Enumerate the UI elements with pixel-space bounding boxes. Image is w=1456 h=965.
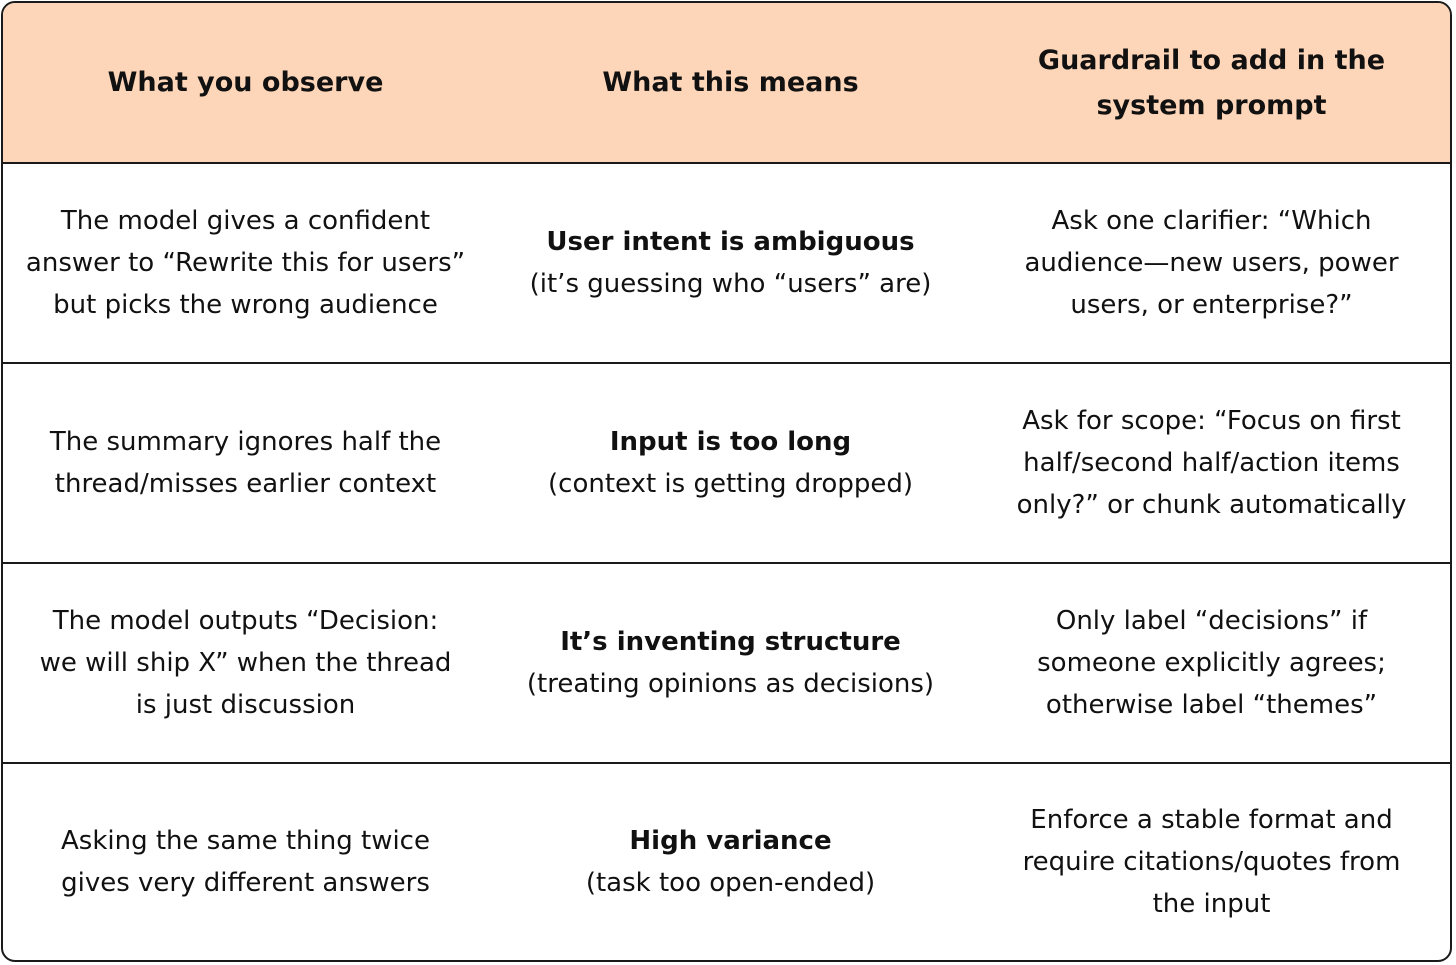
row-3-observe-text: The model outputs “Decision: we will shi… — [39, 606, 452, 720]
row-1-meaning: User intent is ambiguous (it’s guessing … — [488, 164, 973, 364]
row-4-observe: Asking the same thing twice gives very d… — [3, 764, 488, 960]
row-1-meaning-detail: (it’s guessing who “users” are) — [529, 269, 932, 299]
header-meaning-label: What this means — [602, 67, 859, 98]
row-3-meaning: It’s inventing structure (treating opini… — [488, 564, 973, 764]
row-4-meaning-detail: (task too open-ended) — [585, 868, 876, 898]
row-1-observe-text: The model gives a confident answer to “R… — [25, 206, 466, 320]
row-3-guardrail: Only label “decisions” if someone explic… — [973, 564, 1450, 764]
header-observe-label: What you observe — [107, 67, 384, 98]
row-4-meaning-title: High variance — [629, 826, 832, 856]
header-observe: What you observe — [3, 3, 488, 164]
row-3-meaning-title: It’s inventing structure — [560, 627, 901, 657]
row-1-guardrail: Ask one clarifier: “Which audience—new u… — [973, 164, 1450, 364]
row-3-meaning-detail: (treating opinions as decisions) — [526, 669, 935, 699]
row-4-guardrail-text: Enforce a stable format and require cita… — [1022, 805, 1401, 919]
row-1-meaning-title: User intent is ambiguous — [546, 227, 915, 257]
row-2-guardrail: Ask for scope: “Focus on first half/seco… — [973, 364, 1450, 564]
row-1-guardrail-text: Ask one clarifier: “Which audience—new u… — [1024, 206, 1399, 320]
row-2-meaning: Input is too long (context is getting dr… — [488, 364, 973, 564]
header-meaning: What this means — [488, 3, 973, 164]
row-4-observe-text: Asking the same thing twice gives very d… — [61, 826, 430, 898]
row-4-meaning: High variance (task too open-ended) — [488, 764, 973, 960]
header-guardrail-label: Guardrail to add in the system prompt — [1037, 44, 1386, 121]
table-grid: What you observe What this means Guardra… — [3, 3, 1450, 960]
row-3-observe: The model outputs “Decision: we will shi… — [3, 564, 488, 764]
row-1-observe: The model gives a confident answer to “R… — [3, 164, 488, 364]
row-3-guardrail-text: Only label “decisions” if someone explic… — [1037, 606, 1386, 720]
row-2-guardrail-text: Ask for scope: “Focus on first half/seco… — [1016, 406, 1407, 520]
row-2-meaning-title: Input is too long — [609, 427, 852, 457]
header-guardrail: Guardrail to add in the system prompt — [973, 3, 1450, 164]
row-2-meaning-detail: (context is getting dropped) — [548, 469, 913, 499]
row-2-observe-text: The summary ignores half the thread/miss… — [49, 427, 442, 499]
row-2-observe: The summary ignores half the thread/miss… — [3, 364, 488, 564]
row-4-guardrail: Enforce a stable format and require cita… — [973, 764, 1450, 960]
